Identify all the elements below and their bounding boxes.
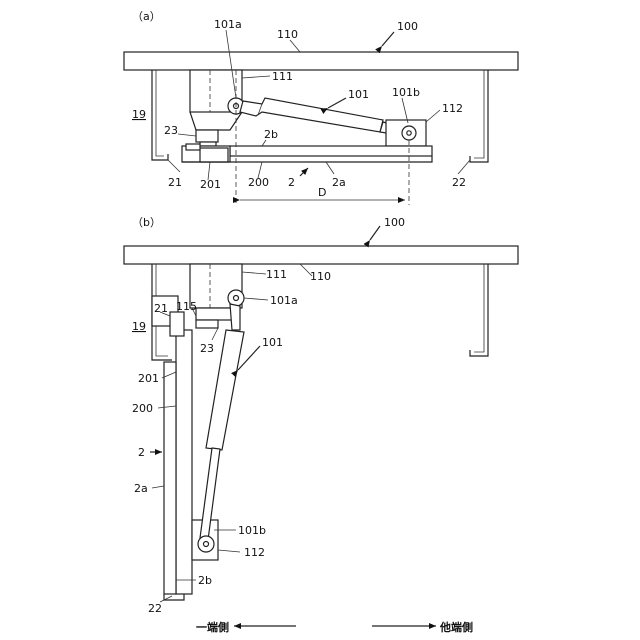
top-plate-110: [124, 52, 518, 70]
label-b-2: 2: [138, 446, 145, 459]
label-b-101b: 101b: [238, 524, 266, 537]
label-b-112: 112: [244, 546, 265, 559]
label-b-100: 100: [384, 216, 405, 229]
left-frame: [152, 70, 168, 160]
label-a-23: 23: [164, 124, 178, 137]
panel-2-b: [164, 312, 218, 600]
panel-a: （a）: [124, 10, 518, 205]
label-b-23: 23: [200, 342, 214, 355]
label-a-101a: 101a: [214, 18, 242, 31]
label-b-110: 110: [310, 270, 331, 283]
label-b-200: 200: [132, 402, 153, 415]
label-a-2a: 2a: [332, 176, 346, 189]
panel-b-tag: （b）: [132, 216, 161, 229]
label-a-112: 112: [442, 102, 463, 115]
label-a-21: 21: [168, 176, 182, 189]
panel-2: [182, 144, 432, 162]
label-a-D: D: [318, 186, 326, 199]
pivot-101b: [402, 126, 416, 140]
label-a-2b: 2b: [264, 128, 278, 141]
label-a-111: 111: [272, 70, 293, 83]
direction-indicator: 一端側 他端側: [196, 620, 473, 634]
label-a-200: 200: [248, 176, 269, 189]
label-b-2a: 2a: [134, 482, 148, 495]
label-a-19: 19: [132, 108, 146, 121]
label-b-101: 101: [262, 336, 283, 349]
label-b-101a: 101a: [270, 294, 298, 307]
part-23: [196, 130, 218, 142]
label-a-110: 110: [277, 28, 298, 41]
gas-spring-101-b: [198, 290, 244, 552]
pivot-101b-b: [198, 536, 214, 552]
part-23-b: [196, 320, 218, 328]
label-b-201: 201: [138, 372, 159, 385]
label-a-22: 22: [452, 176, 466, 189]
label-b-21: 21: [154, 302, 168, 315]
label-b-115: 115: [176, 300, 197, 313]
label-b-19: 19: [132, 320, 146, 333]
direction-left-label: 一端側: [196, 620, 229, 634]
label-b-2b: 2b: [198, 574, 212, 587]
panel-a-tag: （a）: [132, 10, 161, 23]
label-a-201: 201: [200, 178, 221, 191]
label-a-2: 2: [288, 176, 295, 189]
label-a-101: 101: [348, 88, 369, 101]
top-plate-110-b: [124, 246, 518, 264]
label-b-111: 111: [266, 268, 287, 281]
label-a-101b: 101b: [392, 86, 420, 99]
label-b-22: 22: [148, 602, 162, 615]
direction-right-label: 他端側: [439, 620, 473, 634]
right-bracket: [470, 70, 488, 162]
label-a-100: 100: [397, 20, 418, 33]
panel-b: （b）: [124, 216, 518, 615]
